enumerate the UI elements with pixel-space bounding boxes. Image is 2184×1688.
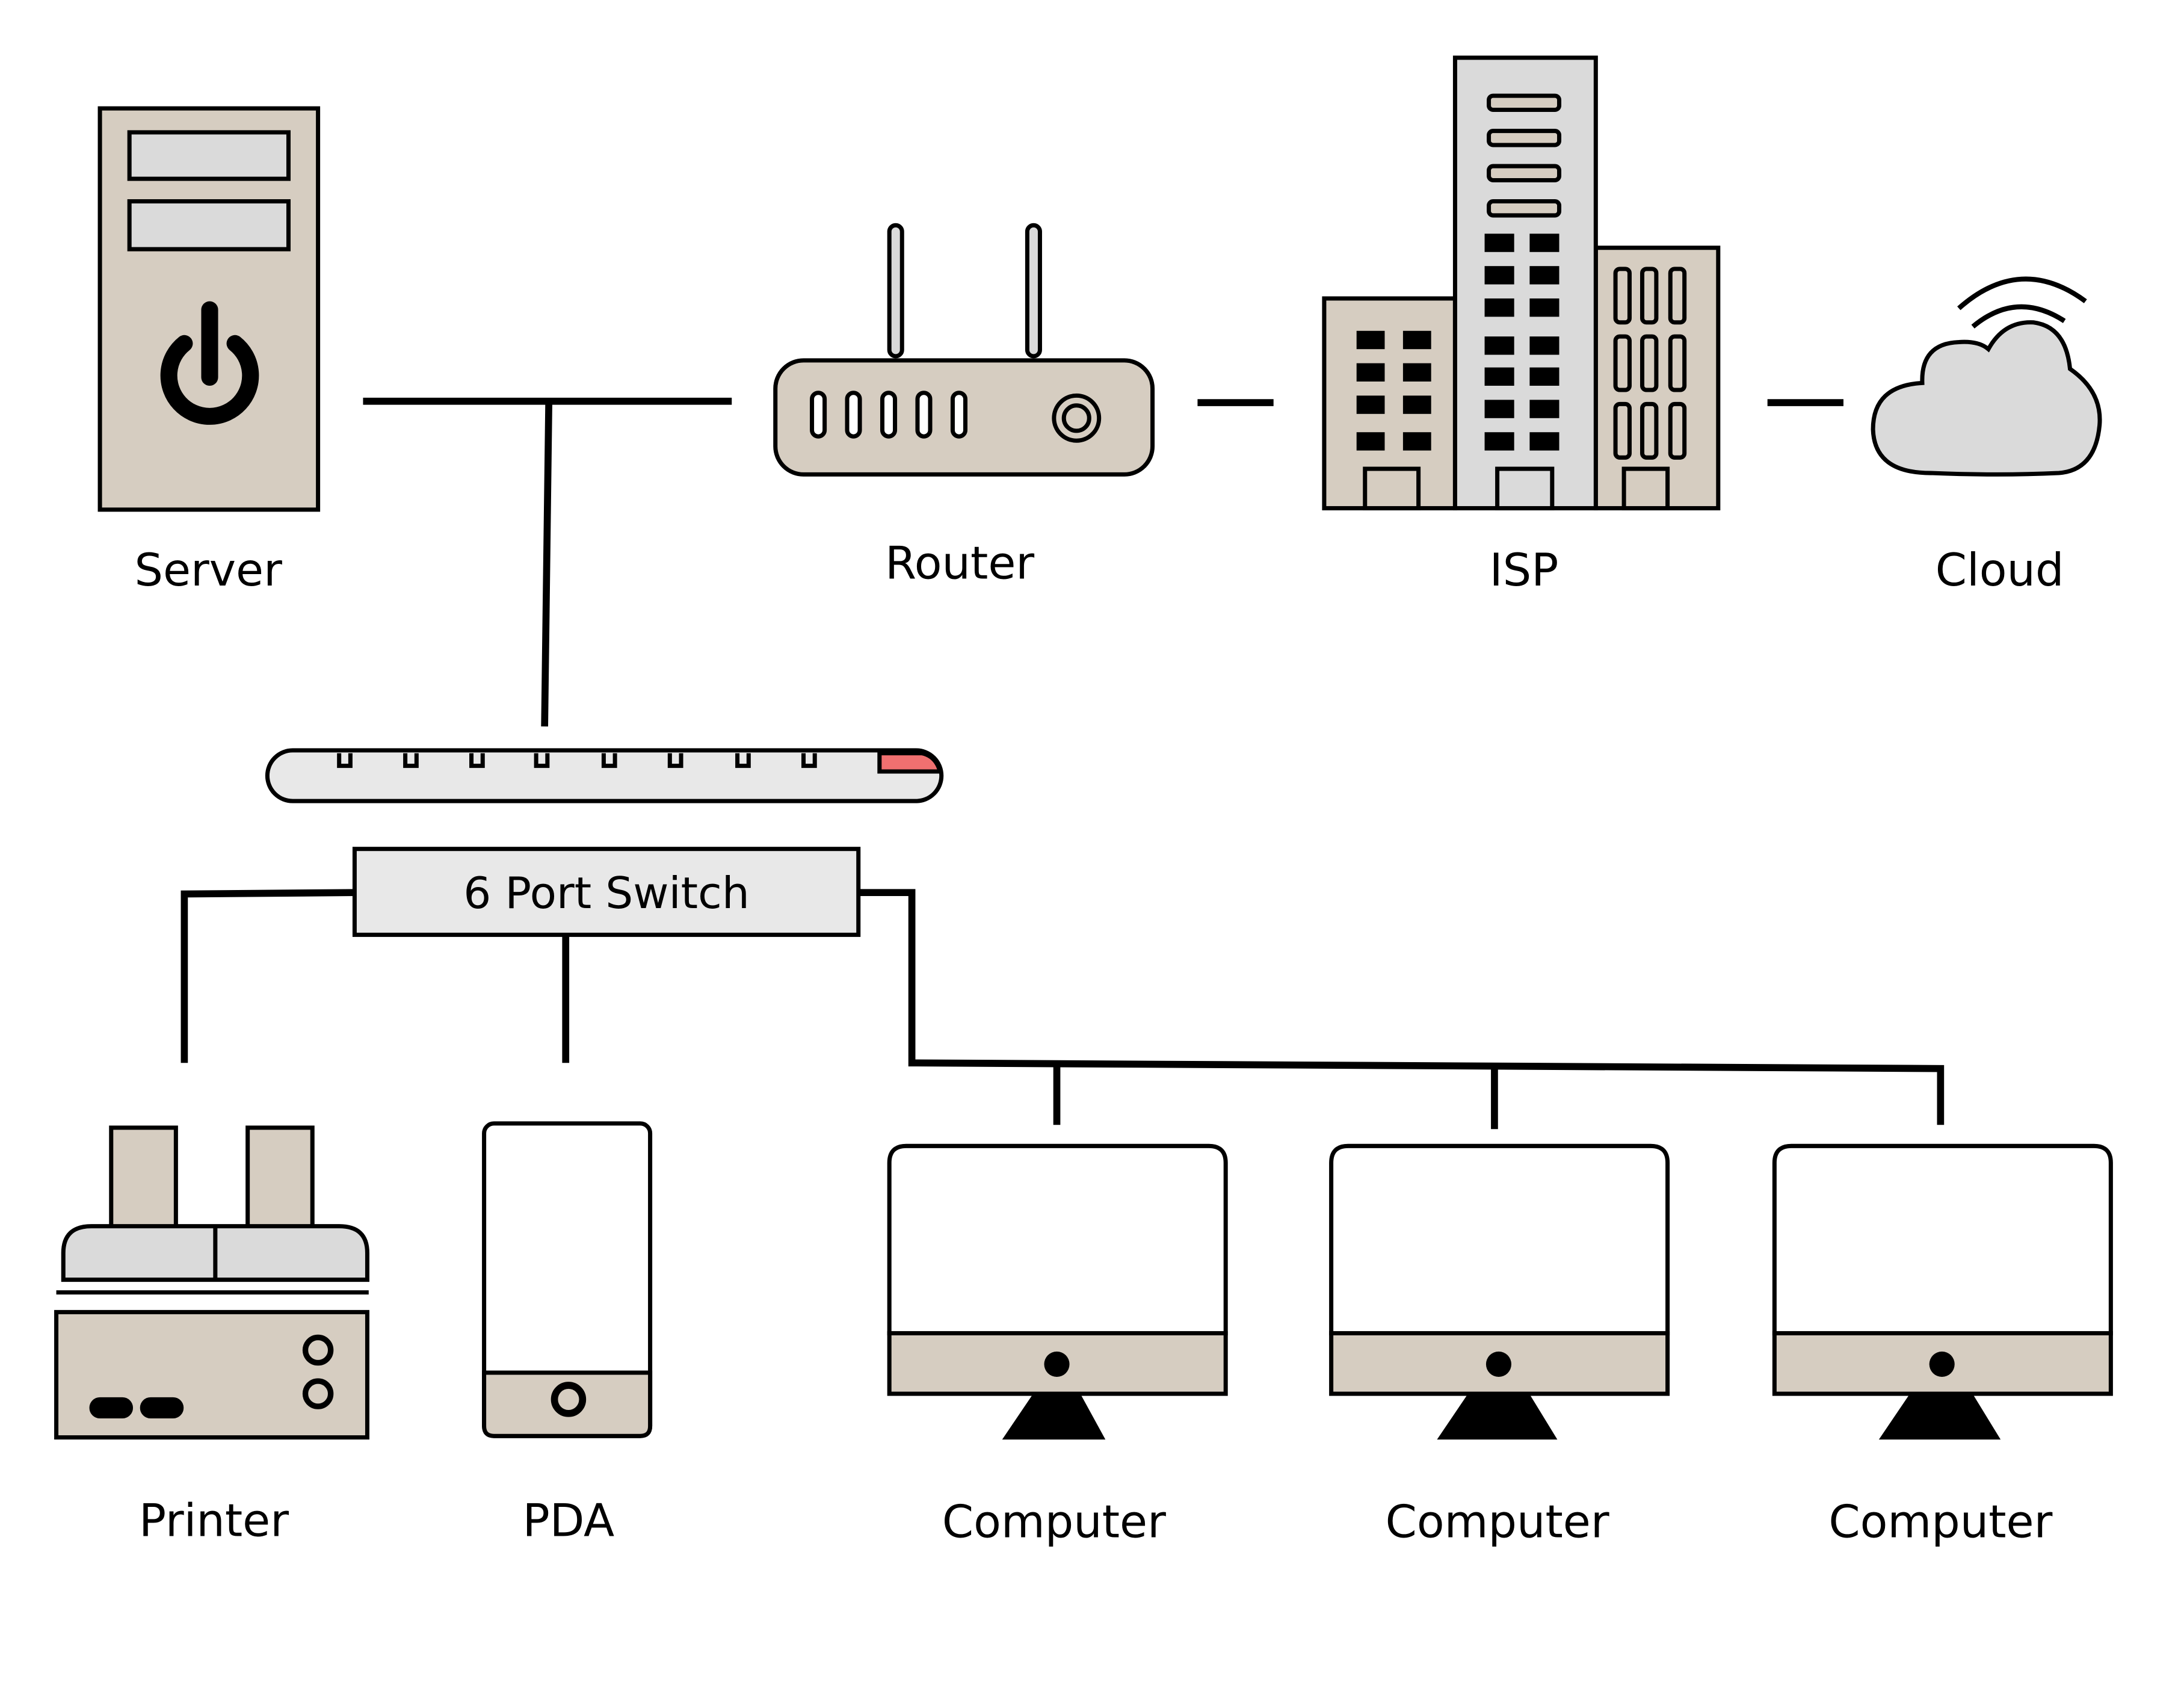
network-switch-icon bbox=[265, 748, 944, 803]
pda-label: PDA bbox=[523, 1494, 615, 1547]
isp-label: ISP bbox=[1490, 544, 1559, 596]
switch-label-box bbox=[352, 847, 861, 937]
router-icon bbox=[773, 223, 1155, 477]
link-switch-printer bbox=[180, 889, 355, 1063]
switch-label: 6 Port Switch bbox=[463, 868, 750, 919]
link-switch-computers-bus bbox=[860, 889, 1945, 1125]
pda-icon bbox=[482, 1121, 653, 1438]
connections bbox=[180, 397, 1945, 1130]
router-label: Router bbox=[885, 537, 1034, 590]
computer-2-label: Computer bbox=[1386, 1496, 1609, 1548]
computer-3-label: Computer bbox=[1828, 1496, 2052, 1548]
computer-1-label: Computer bbox=[942, 1496, 1166, 1548]
cloud-wireless-icon bbox=[1871, 276, 2102, 477]
printer-icon bbox=[54, 1125, 369, 1440]
desktop-monitor-icon bbox=[1329, 1143, 1670, 1440]
printer-label: Printer bbox=[139, 1494, 289, 1547]
server-tower-icon bbox=[97, 106, 321, 512]
link-trunk-switch bbox=[541, 401, 553, 727]
server-label: Server bbox=[134, 544, 282, 596]
desktop-monitor-icon bbox=[887, 1143, 1228, 1440]
cloud-label: Cloud bbox=[1936, 544, 2064, 596]
desktop-monitor-icon bbox=[1772, 1143, 2113, 1440]
office-buildings-icon bbox=[1322, 55, 1721, 511]
